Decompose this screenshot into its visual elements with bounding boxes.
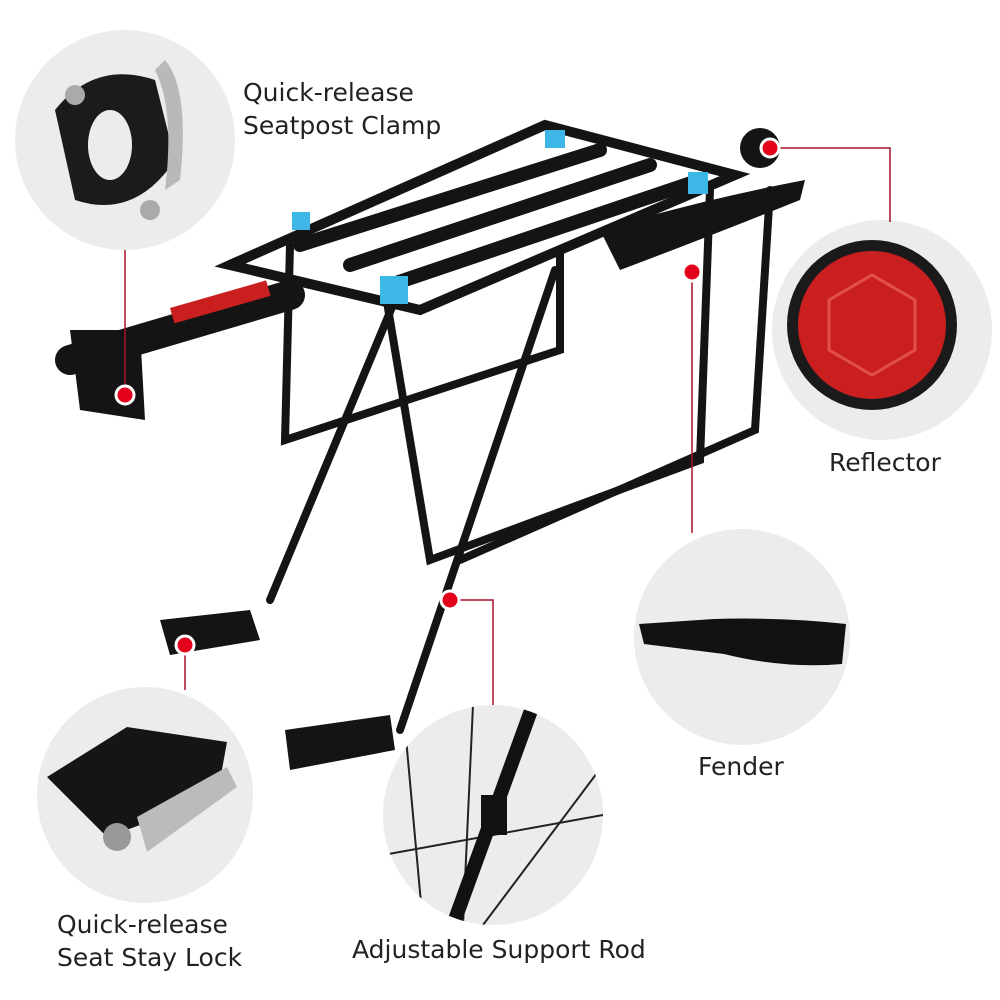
seat-stay-lock-callout-dot [174,634,196,656]
support-rod-detail-image [383,705,603,925]
label-line: Seat Stay Lock [57,943,243,972]
seat-stay-lock-detail-image [37,687,253,903]
label-line: Seatpost Clamp [243,111,442,140]
fender-callout-dot [681,261,703,283]
fender-detail-image [634,529,850,745]
fender-label: Fender [698,752,784,781]
label-line: Quick-release [243,78,414,107]
seatpost-clamp-detail-image [15,30,235,250]
seatpost-clamp-callout-dot [114,384,136,406]
reflector-detail-image [772,220,992,440]
support-rod-callout-dot [439,589,461,611]
seat-stay-lock-label: Quick-release Seat Stay Lock [57,908,242,974]
reflector-label: Reflector [829,448,941,477]
reflector-callout-dot [759,137,781,159]
label-line: Quick-release [57,910,228,939]
seatpost-clamp-label: Quick-release Seatpost Clamp [243,76,441,142]
support-rod-label: Adjustable Support Rod [352,935,646,964]
